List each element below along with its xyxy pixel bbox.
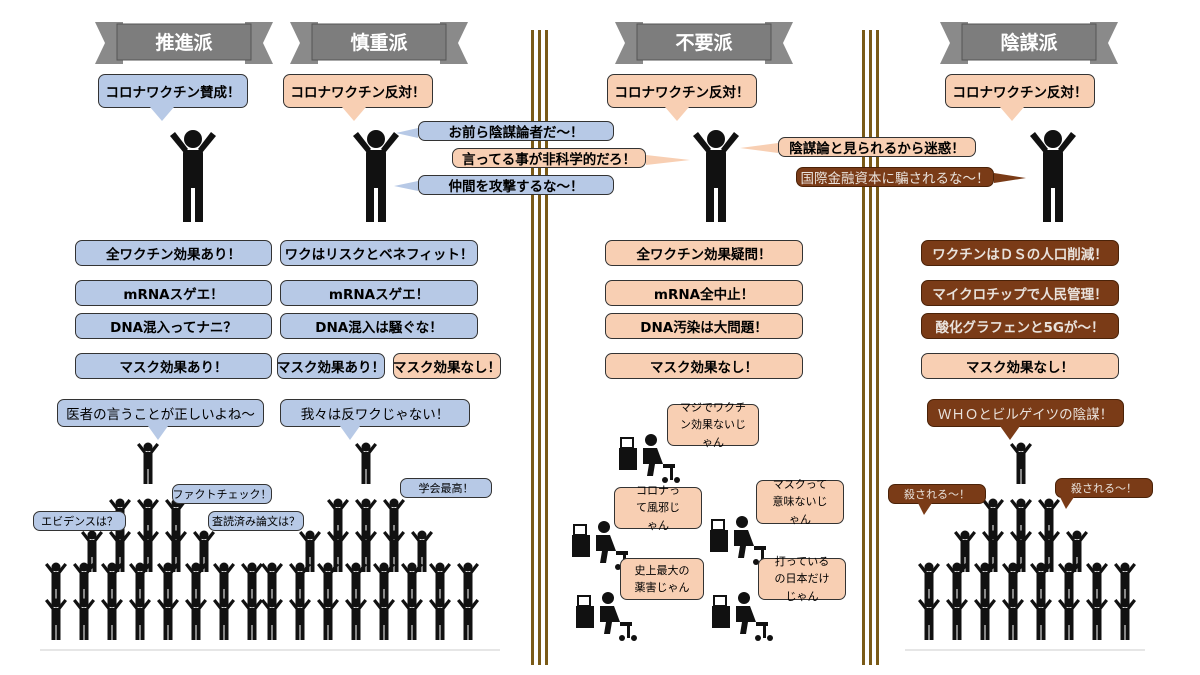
speech-pro: コロナワクチン賛成！: [98, 74, 248, 108]
speech-tail: [342, 107, 366, 121]
claim-unnecessary-3: DNA汚染は大問題！: [605, 313, 803, 339]
desk-worker-icon: [576, 592, 637, 641]
quote-tail: [148, 426, 168, 440]
ribbon-icon: [615, 22, 793, 64]
shout-tail: [646, 155, 690, 165]
claim-conspiracy-2: マイクロチップで人民管理！: [921, 280, 1119, 306]
desk-worker-icon: [619, 434, 680, 483]
claim-pro-1: 全ワクチン効果あり！: [75, 240, 272, 266]
banner-title: 陰謀派: [1000, 32, 1058, 54]
divider-right: [862, 30, 880, 665]
claim-unnecessary-4: マスク効果なし！: [605, 353, 803, 379]
claim-pro-2: mRNAスゲエ！: [75, 280, 272, 306]
desk-quote-2: コロナって風邪じゃん: [614, 484, 702, 532]
crowd-pro: [40, 440, 280, 655]
claim-pro-4: マスク効果あり！: [75, 353, 272, 379]
crowd-pro-person-icons: [40, 442, 280, 651]
quote-conspiracy-leader: ＷＨＯとビルゲイツの陰謀！: [927, 399, 1124, 427]
shout-cautious-1: お前ら陰謀論者だ〜！: [418, 121, 614, 141]
claim-unnecessary-2: mRNA全中止！: [605, 280, 803, 306]
claim-cautious-2: mRNAスゲエ！: [280, 280, 478, 306]
desk-quote-3: マスクって意味ないじゃん: [756, 478, 844, 526]
crowd-conspiracy-person-icons: [905, 442, 1145, 651]
desk-worker-icon: [710, 516, 771, 565]
claim-unnecessary-1: 全ワクチン効果疑問！: [605, 240, 803, 266]
shout-tail: [994, 173, 1026, 183]
crowd-cautious-person-icons: [250, 442, 500, 651]
ribbon-icon: [940, 22, 1118, 64]
desk-quote-1: マジでワクチン効果ないじゃん: [667, 401, 759, 449]
quote-tail: [1060, 497, 1074, 509]
crowd-quote-peer-review: 査読済み論文は？: [208, 511, 304, 531]
quote-tail: [918, 503, 932, 515]
shout-unnecessary: 陰謀論と見られるから迷惑！: [778, 137, 976, 157]
claim-conspiracy-1: ワクチンはＤＳの人口削減！: [921, 240, 1119, 266]
crowd-quote-killed-1: 殺される〜！: [888, 484, 986, 504]
banner-unnecessary: 不要派: [615, 20, 793, 68]
divider-left: [531, 30, 549, 665]
claim-pro-3: DNA混入ってナニ？: [75, 313, 272, 339]
speech-tail: [1000, 107, 1024, 121]
claim-cautious-3: DNA混入は騒ぐな！: [280, 313, 478, 339]
crowd-cautious: [250, 440, 500, 655]
quote-cautious-leader: 我々は反ワクじゃない！: [280, 399, 470, 427]
shout-cautious-2: 言ってる事が非科学的だろ！: [452, 148, 646, 168]
speech-tail: [665, 107, 689, 121]
speech-tail: [150, 107, 174, 121]
ribbon-icon: [290, 22, 468, 64]
crowd-quote-factcheck: ファクトチェック！: [172, 484, 272, 504]
shout-tail: [740, 143, 778, 153]
banner-pro: 推進派: [95, 20, 273, 68]
ribbon-icon: [95, 22, 273, 64]
shout-cautious-3: 仲間を攻撃するな〜！: [418, 175, 614, 195]
desk-quote-4: 史上最大の薬害じゃん: [620, 558, 704, 600]
banner-title: 慎重派: [350, 32, 408, 54]
speech-unnecessary: コロナワクチン反対！: [607, 74, 757, 108]
quote-pro-leader: 医者の言うことが正しいよね〜: [57, 399, 264, 427]
crowd-quote-academia: 学会最高！: [400, 478, 492, 498]
quote-tail: [1000, 426, 1020, 440]
leader-pro-person-icon: [170, 130, 216, 222]
banner-cautious: 慎重派: [290, 20, 468, 68]
speech-conspiracy: コロナワクチン反対！: [945, 74, 1095, 108]
banner-conspiracy: 陰謀派: [940, 20, 1118, 68]
claim-cautious-mask-no: マスク効果なし！: [393, 353, 501, 379]
quote-tail: [340, 426, 360, 440]
crowd-conspiracy: [905, 440, 1145, 655]
leader-cautious-person-icon: [353, 130, 399, 222]
claim-cautious-mask-yes: マスク効果あり！: [277, 353, 385, 379]
banner-title: 不要派: [675, 32, 733, 54]
desk-worker-icon: [712, 592, 773, 641]
shout-conspiracy: 国際金融資本に騙されるな〜！: [796, 167, 994, 187]
claim-cautious-1: ワクはリスクとベネフィット！: [280, 240, 478, 266]
crowd-quote-evidence: エビデンスは？: [33, 511, 126, 531]
desk-quote-5: 打っているの日本だけじゃん: [758, 555, 846, 603]
shout-tail: [396, 128, 418, 138]
banner-title: 推進派: [155, 32, 213, 54]
claim-conspiracy-4: マスク効果なし！: [921, 353, 1119, 379]
claim-conspiracy-3: 酸化グラフェンと5Gが〜！: [921, 313, 1119, 339]
crowd-quote-killed-2: 殺される〜！: [1055, 478, 1153, 498]
shout-tail: [394, 181, 418, 191]
speech-cautious: コロナワクチン反対！: [283, 74, 433, 108]
leader-unnecessary-person-icon: [693, 130, 739, 222]
leader-conspiracy-person-icon: [1030, 130, 1076, 222]
